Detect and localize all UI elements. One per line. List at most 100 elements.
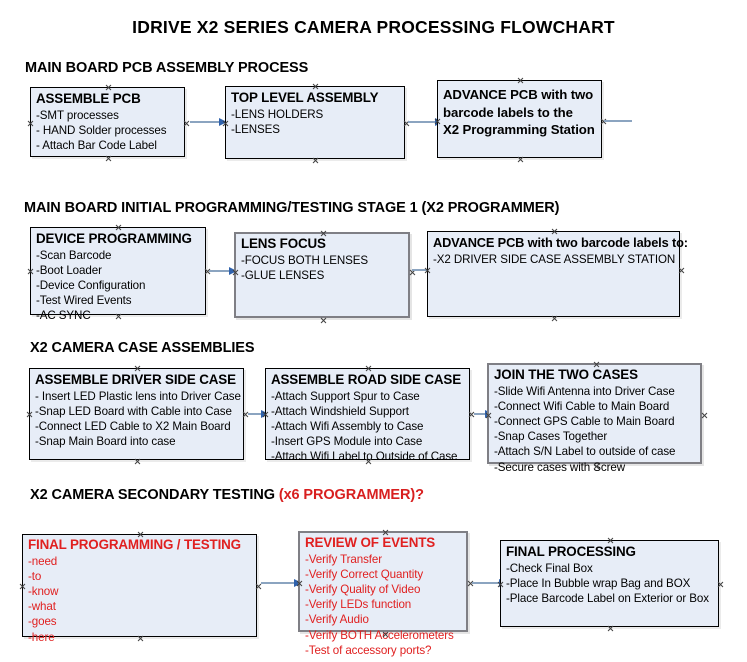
box-title: ADVANCE PCB with two barcode labels to:: [433, 235, 688, 250]
box-assemble-road-side-case[interactable]: ASSEMBLE ROAD SIDE CASE -Attach Support …: [265, 365, 470, 463]
box-advance-pcb-to-programming-station[interactable]: ADVANCE PCB with two barcode labels to t…: [437, 80, 602, 158]
connector-handle-bottom[interactable]: [551, 315, 558, 322]
box-line: -SMT processes: [36, 108, 119, 122]
connector-handle-left[interactable]: [19, 583, 26, 590]
connector-handle-top[interactable]: [517, 77, 524, 84]
connector-handle-right[interactable]: [701, 412, 708, 419]
box-line: -know: [28, 584, 59, 598]
box-join-the-two-cases[interactable]: JOIN THE TWO CASES -Slide Wifi Antenna i…: [485, 363, 702, 474]
box-line: -Connect LED Cable to X2 Main Board: [35, 419, 231, 433]
box-line: -AC SYNC: [36, 309, 91, 323]
box-final-processing[interactable]: FINAL PROCESSING -Check Final Box -Place…: [500, 540, 719, 627]
box-title: FINAL PROCESSING: [506, 544, 636, 559]
connector-handle-bottom[interactable]: [607, 625, 614, 632]
connector-handle-right[interactable]: [678, 267, 685, 274]
box-line: -GLUE LENSES: [241, 268, 325, 282]
connector-handle-left[interactable]: [27, 120, 34, 127]
box-title: ASSEMBLE ROAD SIDE CASE: [271, 372, 461, 387]
arrow-review-of-events-to-final-processing: [472, 578, 507, 587]
arrow-lens-focus-to-advance-pcb-driver-side: [412, 265, 435, 274]
section-heading-main-board-pcb-assembly: MAIN BOARD PCB ASSEMBLY PROCESS: [25, 60, 309, 76]
connector-handle-right[interactable]: [255, 583, 262, 590]
box-line: -Insert GPS Module into Case: [271, 435, 423, 449]
box-title: DEVICE PROGRAMMING: [36, 231, 192, 246]
connector-handle-bottom[interactable]: [517, 156, 524, 163]
box-line: -Connect GPS Cable to Main Board: [494, 414, 675, 428]
connector-handle-bottom[interactable]: [312, 157, 319, 164]
connector-handle-left[interactable]: [232, 269, 239, 276]
box-line: -Slide Wifi Antenna into Driver Case: [494, 384, 675, 398]
connector-handle-top[interactable]: [134, 365, 141, 372]
arrow-top-level-assembly-to-advance-pcb: [408, 117, 443, 126]
box-line: -X2 DRIVER SIDE CASE ASSEMBLY STATION: [433, 252, 676, 266]
box-line: -Attach S/N Label to outside of case: [494, 445, 676, 459]
box-line: -Attach Windshield Support: [271, 404, 409, 418]
box-top-level-assembly[interactable]: TOP LEVEL ASSEMBLY -LENS HOLDERS -LENSES: [225, 86, 405, 159]
box-line: -Place Barcode Label on Exterior or Box: [506, 591, 709, 605]
box-line: -Verify Audio: [305, 613, 369, 627]
connector-handle-bottom[interactable]: [320, 317, 327, 324]
connector-handle-bottom[interactable]: [134, 458, 141, 465]
box-title: ASSEMBLE DRIVER SIDE CASE: [35, 372, 236, 387]
arrowhead-icon: [219, 117, 227, 126]
box-title: FINAL PROGRAMMING / TESTING: [28, 537, 241, 552]
box-device-programming[interactable]: DEVICE PROGRAMMING -Scan Barcode -Boot L…: [27, 224, 206, 322]
page-title: IDRIVE X2 SERIES CAMERA PROCESSING FLOWC…: [132, 17, 615, 37]
connector-handle-left[interactable]: [26, 411, 33, 418]
arrow-driver-side-to-road-side: [248, 409, 269, 418]
arrow-assemble-pcb-to-top-level-assembly: [190, 117, 227, 126]
connector-handle-top[interactable]: [365, 365, 372, 372]
box-line: -goes: [28, 615, 57, 629]
connector-handle-bottom[interactable]: [105, 155, 112, 162]
box-assemble-driver-side-case[interactable]: ASSEMBLE DRIVER SIDE CASE - Insert LED P…: [29, 368, 244, 460]
box-assemble-pcb[interactable]: ASSEMBLE PCB -SMT processes - HAND Solde…: [30, 87, 185, 157]
box-title: LENS FOCUS: [241, 236, 326, 251]
connector-handle-top[interactable]: [607, 537, 614, 544]
box-line: -to: [28, 569, 42, 583]
box-line: -what: [28, 600, 56, 614]
connector-handle-left[interactable]: [27, 268, 34, 275]
connector-handle-top[interactable]: [105, 84, 112, 91]
box-line: -Verify Quality of Video: [305, 582, 421, 596]
arrowhead-icon: [229, 266, 237, 275]
box-lens-focus[interactable]: LENS FOCUS -FOCUS BOTH LENSES -GLUE LENS…: [234, 232, 410, 318]
connector-handle-top[interactable]: [312, 83, 319, 90]
arrow-device-programming-to-lens-focus: [209, 266, 237, 275]
connector-handle-top[interactable]: [115, 224, 122, 231]
box-line: -Attach Support Spur to Case: [271, 389, 420, 403]
box-line: -LENSES: [231, 122, 280, 136]
box-line: ADVANCE PCB with two: [443, 87, 594, 102]
connector-handle-right[interactable]: [717, 581, 724, 588]
box-line: -Connect Wifi Cable to Main Board: [494, 399, 670, 413]
box-line: -Check Final Box: [506, 561, 593, 575]
section-heading-main-board-initial-programming: MAIN BOARD INITIAL PROGRAMMING/TESTING S…: [24, 200, 560, 216]
connector-handle-right[interactable]: [183, 120, 190, 127]
box-title: TOP LEVEL ASSEMBLY: [231, 90, 379, 105]
box-line: - HAND Solder processes: [36, 123, 167, 137]
box-line: - Attach Bar Code Label: [36, 138, 157, 152]
connector-handle-left[interactable]: [485, 412, 492, 419]
connector-handle-top[interactable]: [551, 228, 558, 235]
section-heading-red-note: (x6 PROGRAMMER)?: [278, 487, 424, 503]
box-line: -LENS HOLDERS: [231, 107, 324, 121]
box-line: -Secure cases with Screw: [494, 460, 625, 474]
connector-stub-row1: [604, 120, 632, 122]
box-line-overflow: -Test of accessory ports?: [305, 643, 432, 657]
box-line: -Attach Wifi Assembly to Case: [271, 419, 424, 433]
box-title: ASSEMBLE PCB: [36, 91, 141, 106]
box-line: -Verify Correct Quantity: [305, 567, 424, 581]
connector-handle-left[interactable]: [296, 580, 303, 587]
box-line: -Verify LEDs function: [305, 598, 412, 612]
section-heading-x2-camera-secondary-testing: X2 CAMERA SECONDARY TESTING (x6 PROGRAMM…: [30, 487, 424, 503]
box-line: -Verify BOTH Accelerometers: [305, 628, 454, 642]
box-line: -need: [28, 554, 58, 568]
box-line: barcode labels to the: [443, 104, 573, 120]
box-advance-pcb-to-driver-side-case[interactable]: ADVANCE PCB with two barcode labels to: …: [427, 228, 688, 317]
box-line: - Insert LED Plastic lens into Driver Ca…: [35, 389, 241, 403]
section-heading-text: X2 CAMERA SECONDARY TESTING: [30, 487, 279, 503]
box-line: -Verify Transfer: [305, 552, 383, 566]
box-title: JOIN THE TWO CASES: [494, 367, 638, 382]
box-review-of-events[interactable]: REVIEW OF EVENTS -Verify Transfer -Verif…: [296, 531, 468, 657]
box-final-programming-testing[interactable]: FINAL PROGRAMMING / TESTING -need -to -k…: [19, 534, 257, 644]
